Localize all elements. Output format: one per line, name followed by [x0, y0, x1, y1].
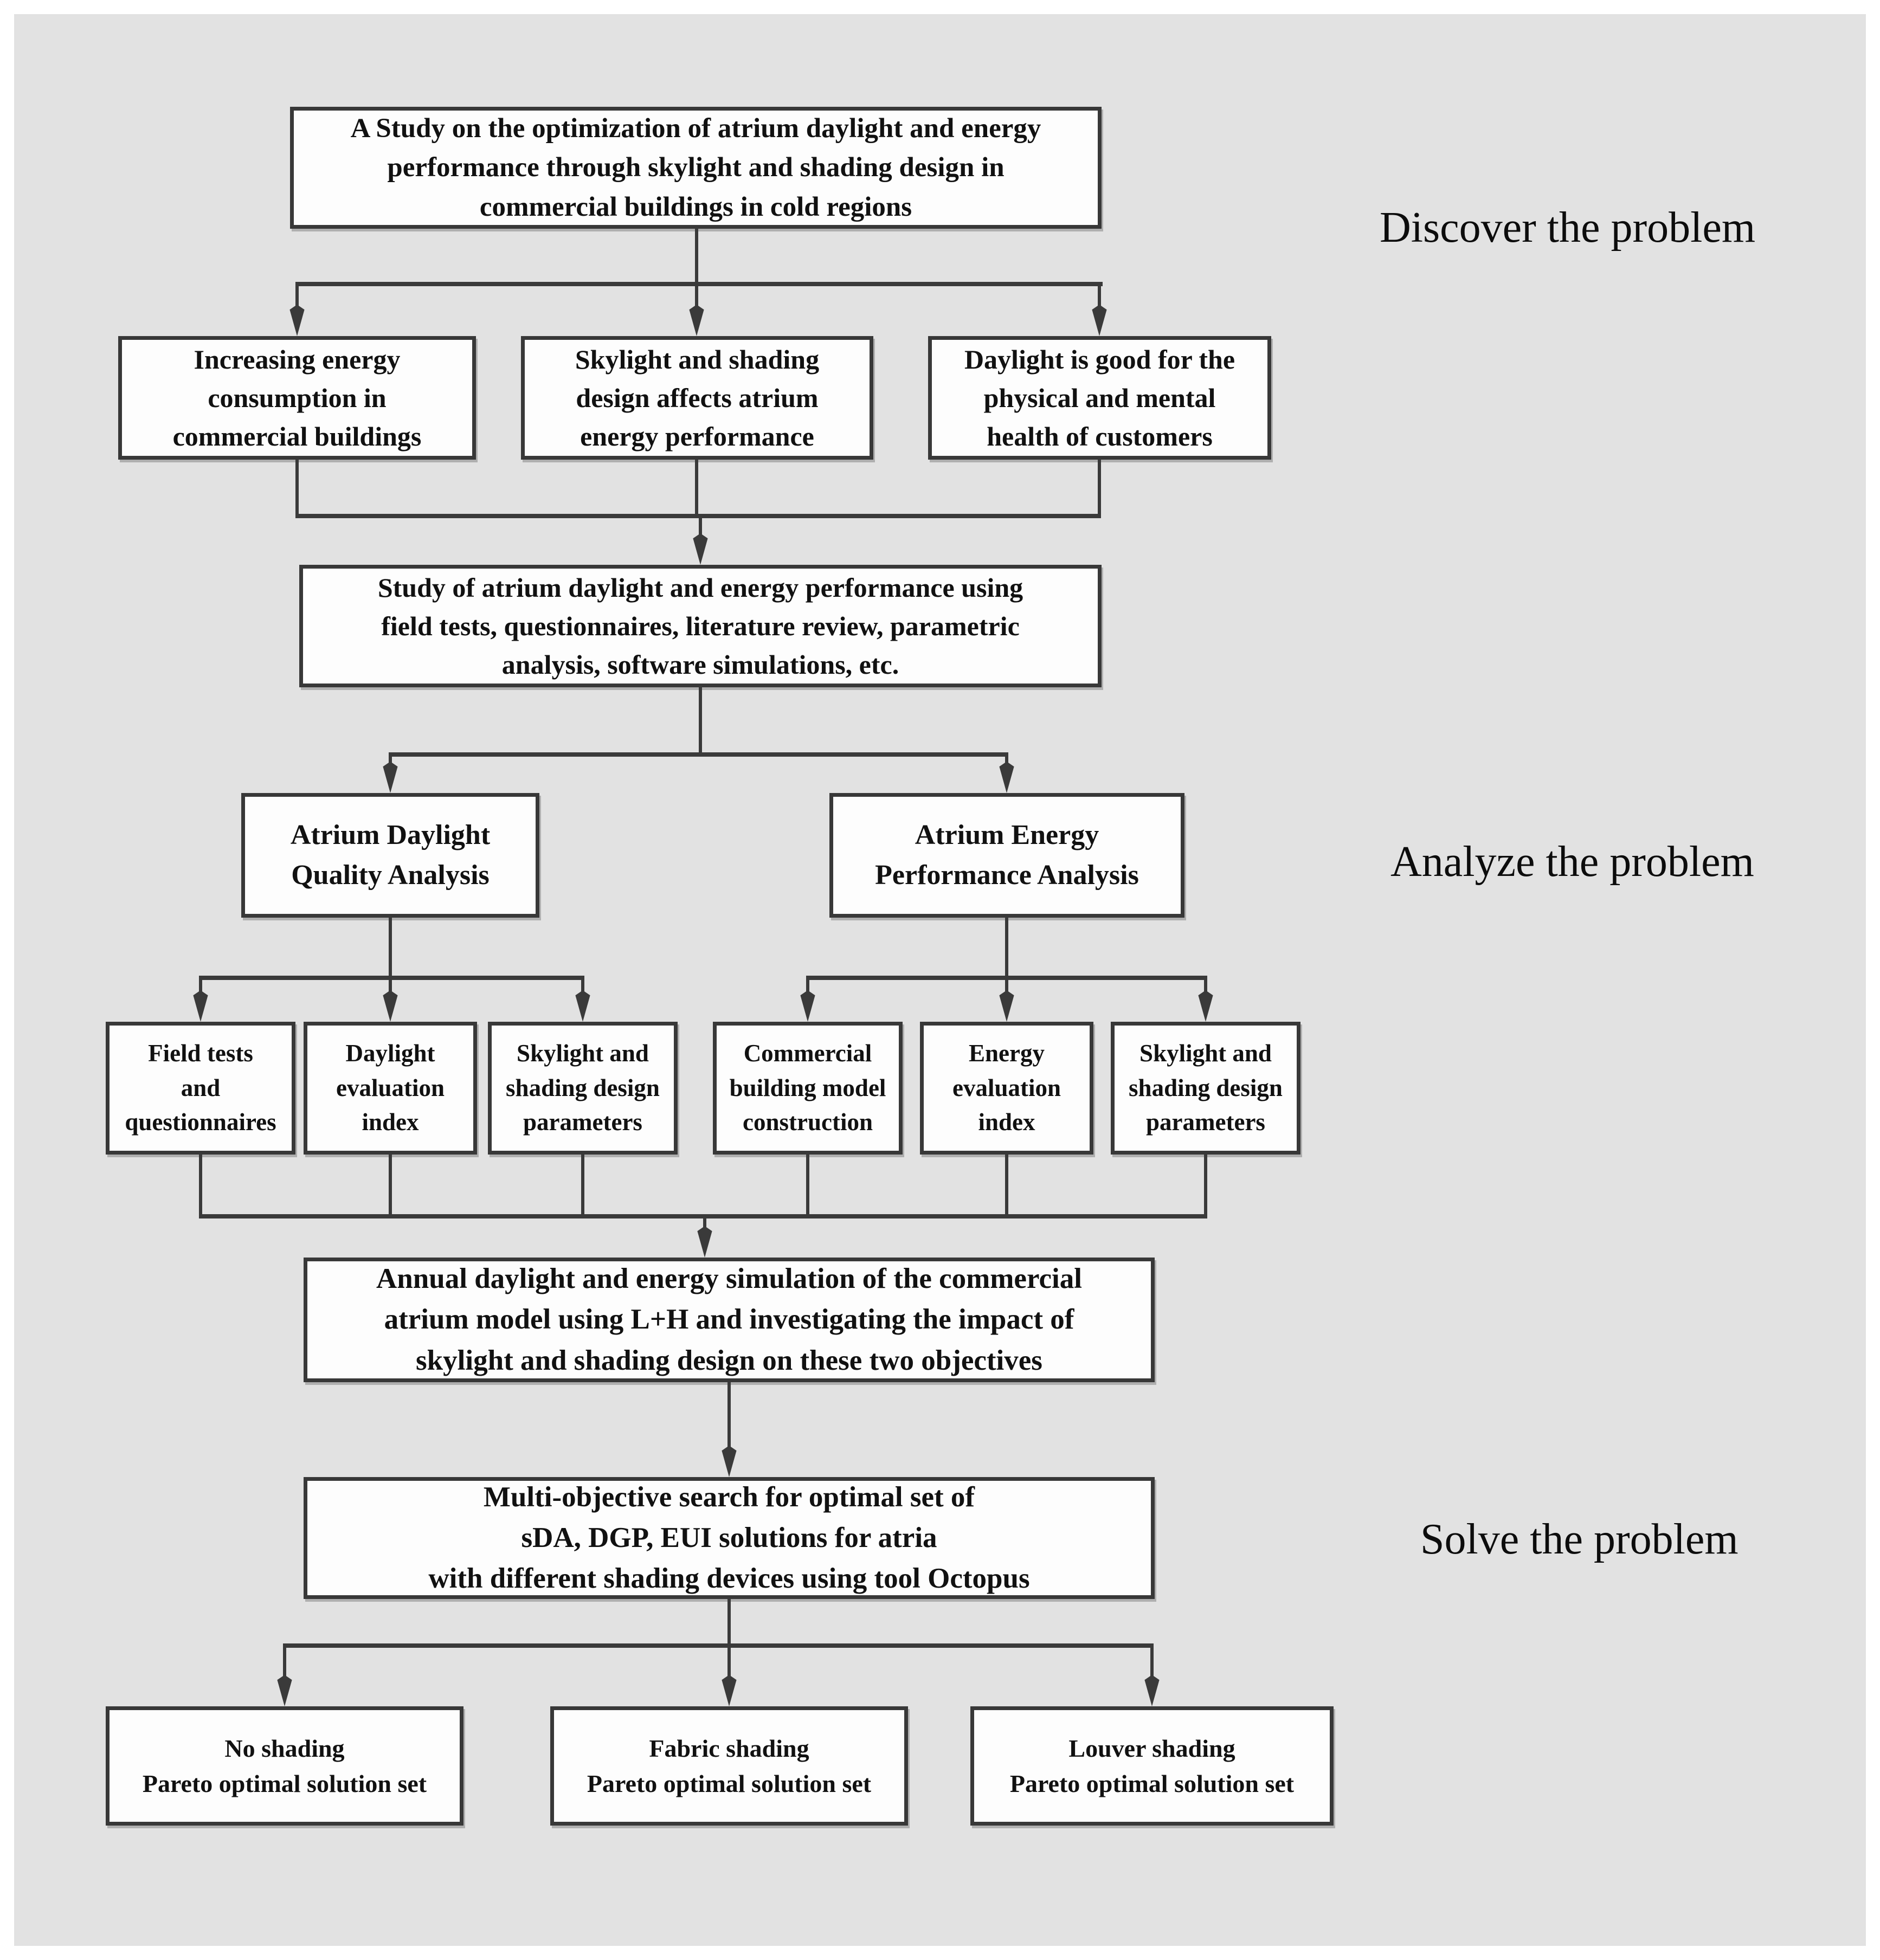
factor-box-energy-index: Energy evaluation index: [920, 1022, 1093, 1155]
connector-factor1-drop: [199, 1153, 202, 1217]
arrow-down-analysis-left: [381, 755, 400, 793]
pareto-box-fabric-shading: Fabric shading Pareto optimal solution s…: [550, 1706, 908, 1826]
stage-label-discover: Discover the problem: [1380, 204, 1756, 252]
arrow-down-analysis-right: [997, 755, 1016, 793]
factor-box-building-model: Commercial building model construction: [713, 1022, 903, 1155]
arrow-down-pareto-3: [1142, 1646, 1162, 1706]
connector-factor4-drop: [806, 1153, 809, 1217]
arrow-down-factor-6: [1196, 978, 1215, 1022]
stage-label-analyze: Analyze the problem: [1390, 838, 1754, 886]
connector-title-stem: [695, 228, 698, 285]
connector-bus-analysis: [389, 752, 1008, 757]
connector-factor3-drop: [581, 1153, 584, 1217]
connector-premise2-drop: [695, 459, 698, 517]
title-box: A Study on the optimization of atrium da…: [290, 107, 1102, 229]
arrow-down-factor-5: [997, 978, 1016, 1022]
arrow-down-premise-1: [287, 284, 307, 336]
stage-label-solve: Solve the problem: [1420, 1516, 1739, 1563]
factor-box-skylight-parameters-left: Skylight and shading design parameters: [488, 1022, 678, 1155]
arrow-down-factor-3: [573, 978, 593, 1022]
factor-box-field-tests: Field tests and questionnaires: [106, 1022, 295, 1155]
connector-multi-stem: [727, 1598, 731, 1647]
multi-objective-box: Multi-objective search for optimal set o…: [304, 1477, 1155, 1599]
arrow-down-annual-simulation: [695, 1216, 714, 1258]
connector-premise1-drop: [295, 459, 299, 517]
annual-simulation-box: Annual daylight and energy simulation of…: [304, 1258, 1155, 1382]
connector-study-stem: [699, 686, 702, 756]
analysis-box-daylight-quality: Atrium Daylight Quality Analysis: [241, 793, 539, 918]
arrow-down-study: [691, 516, 710, 565]
connector-premise3-drop: [1098, 459, 1101, 517]
arrow-down-factor-2: [381, 978, 400, 1022]
study-methods-box: Study of atrium daylight and energy perf…: [299, 565, 1102, 687]
arrow-down-factor-4: [798, 978, 817, 1022]
premise-box-energy-consumption: Increasing energy consumption in commerc…: [118, 336, 476, 460]
arrow-down-pareto-2: [719, 1646, 739, 1706]
connector-factor6-drop: [1204, 1153, 1207, 1217]
connector-factor2-drop: [389, 1153, 392, 1217]
analysis-box-energy-performance: Atrium Energy Performance Analysis: [829, 793, 1184, 918]
factor-box-daylight-index: Daylight evaluation index: [304, 1022, 477, 1155]
arrow-down-pareto-1: [275, 1646, 294, 1706]
pareto-box-louver-shading: Louver shading Pareto optimal solution s…: [970, 1706, 1334, 1826]
connector-analysis-right-stem: [1005, 917, 1008, 979]
arrow-down-multi-objective: [719, 1382, 739, 1477]
arrow-down-premise-3: [1090, 284, 1109, 336]
arrow-down-premise-2: [687, 284, 706, 336]
connector-factor5-drop: [1005, 1153, 1008, 1217]
connector-analysis-left-stem: [389, 917, 392, 979]
premise-box-daylight-health: Daylight is good for the physical and me…: [928, 336, 1271, 460]
premise-box-skylight-shading: Skylight and shading design affects atri…: [521, 336, 873, 460]
factor-box-skylight-parameters-right: Skylight and shading design parameters: [1111, 1022, 1300, 1155]
arrow-down-factor-1: [191, 978, 210, 1022]
connector-bus-pareto: [283, 1643, 1154, 1648]
pareto-box-no-shading: No shading Pareto optimal solution set: [106, 1706, 463, 1826]
